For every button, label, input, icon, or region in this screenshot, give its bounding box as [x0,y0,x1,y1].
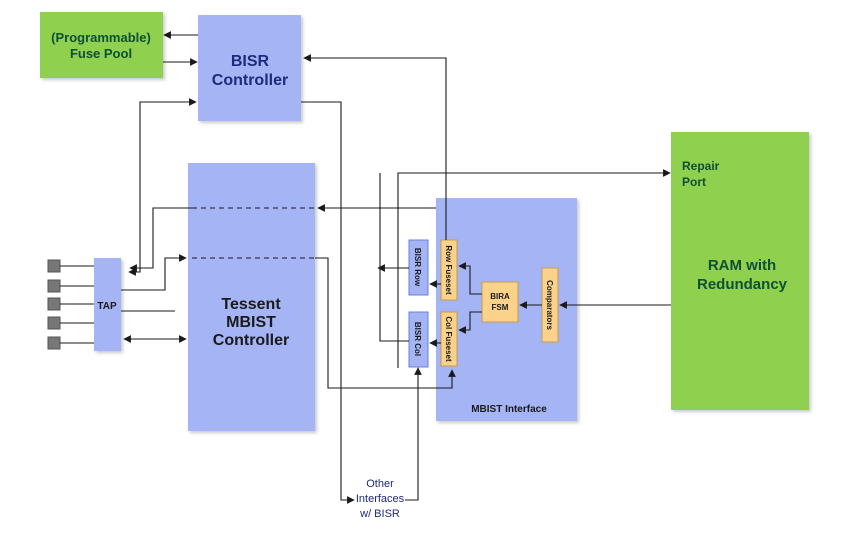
dashed-to-tap [129,207,192,272]
bisr-col-label: BISR Col [413,322,422,356]
tap-to-controller-dashed [121,254,187,291]
tap-pins [47,259,61,350]
bisr-controller-label-2: Controller [212,72,288,89]
bisr-col-block [408,311,429,368]
mbist-interface-label: MBIST Interface [471,404,547,415]
fuse-pool-label-1: (Programmable) [51,30,151,45]
connections [60,31,671,504]
bira-fsm-block [481,281,519,323]
ram-label-2: Redundancy [697,276,788,293]
mbist-controller-label-2: MBIST [226,314,276,331]
fuse-pool-label-2: Fuse Pool [70,46,132,61]
ram-label-1: RAM with [708,257,776,274]
tap-block [94,258,121,351]
bisr-row-label: BISR Row [413,248,422,287]
other-interfaces-label-1: Other [366,478,394,490]
col-fuseset-block [440,311,458,367]
bisr-controller-block [198,15,301,121]
row-fuseset-label: Row Fuseset [444,245,453,295]
bisr-controller-label-1: BISR [231,53,270,70]
bisr-col-left [379,173,409,342]
comparators-label: Comparators [545,280,554,330]
tap-label: TAP [97,301,117,312]
mbist-controller-label-3: Controller [213,332,289,349]
repair-port-label-2: Port [682,175,706,189]
col-fuseset-label: Col Fuseset [444,316,453,362]
row-fuseset-block [440,239,458,301]
controller-to-interface [315,257,456,389]
repair-port-label-1: Repair [682,159,720,173]
repair-port-link [397,169,671,368]
bira-to-row [458,262,482,295]
other-interfaces-to-bisr [405,369,419,501]
mbist-controller-label-1: Tessent [221,296,281,313]
other-interfaces-label-3: w/ BISR [359,508,400,520]
bira-fsm-label-1: BIRA [490,292,510,301]
bira-fsm-label-2: FSM [492,303,509,312]
fuse-pool-block [40,12,163,78]
tap-bisr-link [128,98,197,276]
ram-block [671,132,809,410]
bira-to-col [458,311,482,334]
other-interfaces-label-2: Interfaces [356,493,405,505]
row-fuseset-to-bisr [303,54,447,240]
bisr-to-other-interfaces [301,101,355,504]
